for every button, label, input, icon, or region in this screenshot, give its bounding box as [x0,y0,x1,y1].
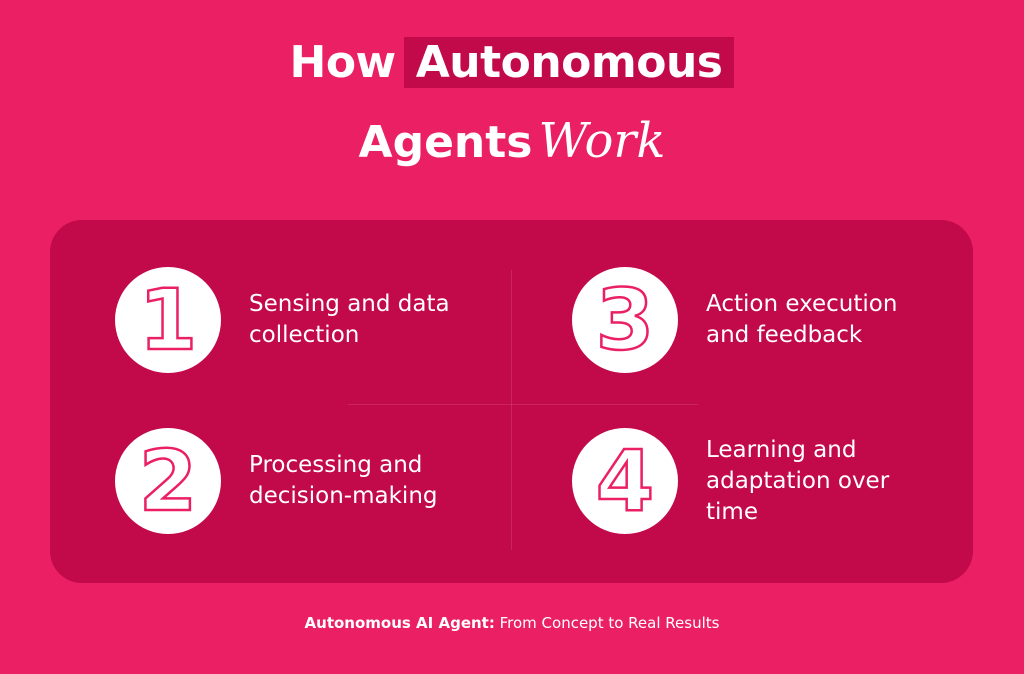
step-number: 4 [595,432,656,530]
title-highlight: Autonomous [403,37,735,88]
horizontal-divider [348,404,698,405]
step-number: 3 [595,271,656,369]
step-2: 2 Processing and decision-making [115,428,479,534]
step-label: Processing and decision-making [249,452,438,509]
step-4: 4 Learning and adaptation over time [572,428,896,534]
step-number-badge: 2 [115,428,221,534]
step-number: 2 [138,432,199,530]
step-3: 3 Action execution and feedback [572,267,906,373]
step-number-badge: 1 [115,267,221,373]
footer-text: From Concept to Real Results [494,614,720,632]
step-label: Learning and adaptation over time [706,436,890,525]
step-number-badge: 3 [572,267,678,373]
title-agents: Agents [358,117,533,168]
step-label: Action execution and feedback [706,291,898,348]
title-how: How [289,37,397,88]
footer-bold: Autonomous AI Agent: [304,614,495,632]
vertical-divider [511,270,512,550]
step-number: 1 [138,271,199,369]
step-1: 1 Sensing and data collection [115,267,479,373]
title-work: Work [538,113,666,169]
footer-caption: Autonomous AI Agent: From Concept to Rea… [0,614,1024,632]
step-number-badge: 4 [572,428,678,534]
step-label: Sensing and data collection [249,291,450,348]
